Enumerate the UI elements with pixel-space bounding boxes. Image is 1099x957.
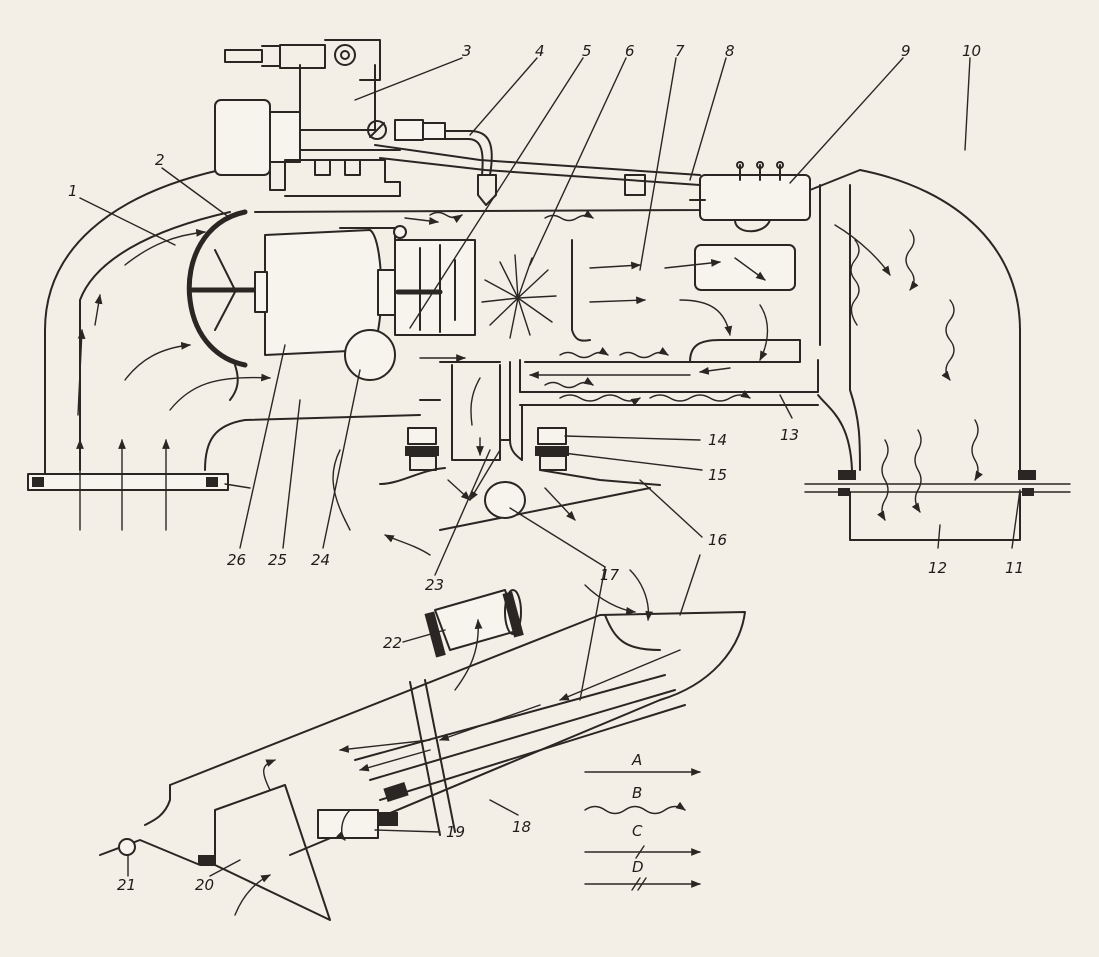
exhaust-outlet — [424, 589, 524, 658]
label-19: 19 — [446, 823, 465, 841]
combustion-chamber — [571, 239, 796, 342]
label-13: 13 — [780, 426, 799, 444]
glow-plug-block — [624, 161, 811, 233]
floor-panel — [379, 467, 661, 531]
label-17: 17 — [600, 566, 620, 584]
label-8: 8 — [725, 42, 735, 60]
label-21: 21 — [117, 876, 136, 894]
label-10: 10 — [962, 42, 981, 60]
exhaust-pipe — [451, 359, 523, 461]
temp-sensor — [344, 329, 396, 381]
part-labels: 1 2 3 4 5 6 7 8 9 10 11 12 13 14 15 16 1… — [68, 42, 1024, 894]
combustion-fan — [393, 225, 476, 336]
clamp-19 — [317, 809, 398, 839]
label-14: 14 — [708, 431, 727, 449]
label-5: 5 — [582, 42, 592, 60]
label-7: 7 — [675, 42, 685, 60]
heater-housing — [44, 169, 1021, 476]
flow-arrows-fuel — [335, 257, 769, 841]
fuel-valve-block — [214, 39, 497, 206]
label-25: 25 — [268, 551, 287, 569]
legend: A B C D — [584, 751, 701, 891]
label-23: 23 — [425, 576, 444, 594]
label-3: 3 — [462, 42, 472, 60]
flow-arrows-air — [76, 217, 891, 916]
label-12: 12 — [928, 559, 947, 577]
mounting-bolt-left — [405, 427, 439, 471]
legend-label-a: A — [631, 751, 642, 769]
label-2: 2 — [155, 151, 165, 169]
electric-motor — [254, 227, 399, 356]
label-26: 26 — [227, 551, 246, 569]
label-9: 9 — [901, 42, 911, 60]
label-15: 15 — [708, 466, 727, 484]
label-11: 11 — [1005, 559, 1024, 577]
flame-symbol — [481, 254, 557, 339]
leader-lines — [79, 57, 1021, 877]
fan-impeller — [186, 209, 265, 401]
label-24: 24 — [311, 551, 330, 569]
silencer — [144, 611, 746, 856]
break-lines — [409, 679, 456, 836]
label-18: 18 — [512, 818, 531, 836]
mounting-bolt-right — [535, 427, 569, 471]
legend-label-c: C — [632, 822, 643, 840]
label-16: 16 — [708, 531, 727, 549]
label-1: 1 — [68, 182, 78, 200]
label-4: 4 — [535, 42, 545, 60]
legend-label-b: B — [632, 784, 642, 802]
right-flange — [804, 470, 1071, 541]
left-flange — [27, 473, 251, 491]
legend-label-d: D — [632, 858, 644, 876]
mount-bracket — [269, 144, 701, 197]
label-22: 22 — [383, 634, 402, 652]
label-20: 20 — [195, 876, 214, 894]
label-6: 6 — [625, 42, 635, 60]
air-intake — [99, 784, 331, 921]
